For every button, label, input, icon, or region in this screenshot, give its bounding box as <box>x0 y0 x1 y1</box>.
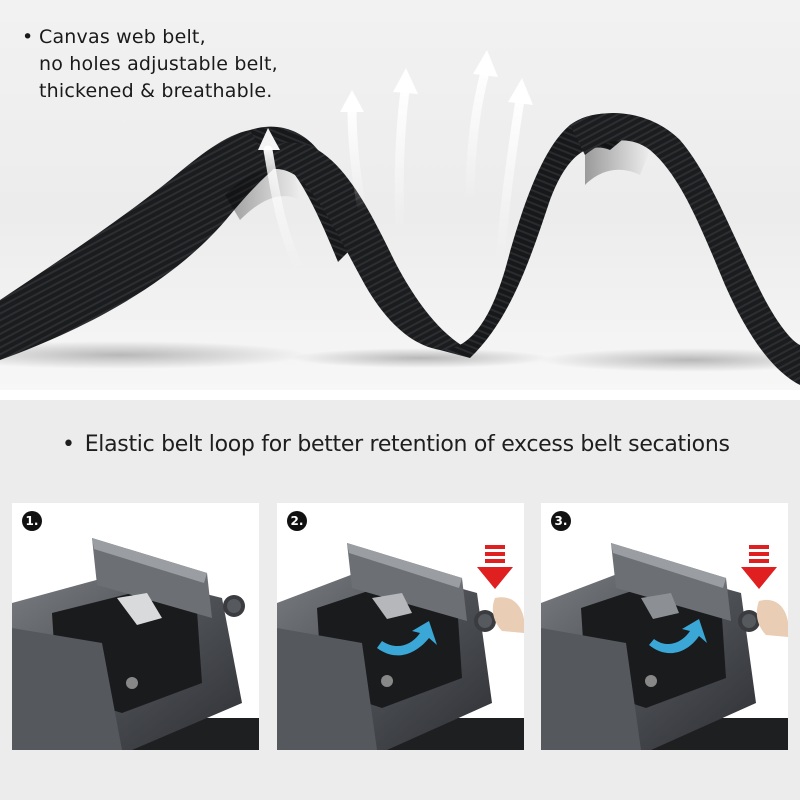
hero-photo: • Canvas web belt, no holes adjustable b… <box>0 0 800 390</box>
buckle-image <box>541 543 788 750</box>
bullet: • <box>62 432 75 457</box>
step-panel-3: 3. <box>541 503 788 750</box>
hero-line-1: Canvas web belt, <box>39 26 206 48</box>
feature-caption: • Elastic belt loop for better retention … <box>62 432 730 457</box>
step-panel-1: 1. <box>12 503 259 750</box>
buckle-image <box>277 543 524 750</box>
buckle-image <box>12 538 259 750</box>
section-divider <box>0 390 800 400</box>
step-panel-2: 2. <box>277 503 524 750</box>
hero-description: • Canvas web belt, no holes adjustable b… <box>22 24 278 105</box>
belt-illustration <box>0 50 800 385</box>
hero-line-2: no holes adjustable belt, <box>39 53 278 75</box>
step-badge-2: 2. <box>287 511 307 531</box>
airflow-arrows <box>263 67 525 275</box>
bullet: • <box>22 26 34 48</box>
hero-line-3: thickened & breathable. <box>39 80 273 102</box>
step-badge-1: 1. <box>22 511 42 531</box>
feature-text: Elastic belt loop for better retention o… <box>84 432 730 457</box>
step-badge-3: 3. <box>551 511 571 531</box>
